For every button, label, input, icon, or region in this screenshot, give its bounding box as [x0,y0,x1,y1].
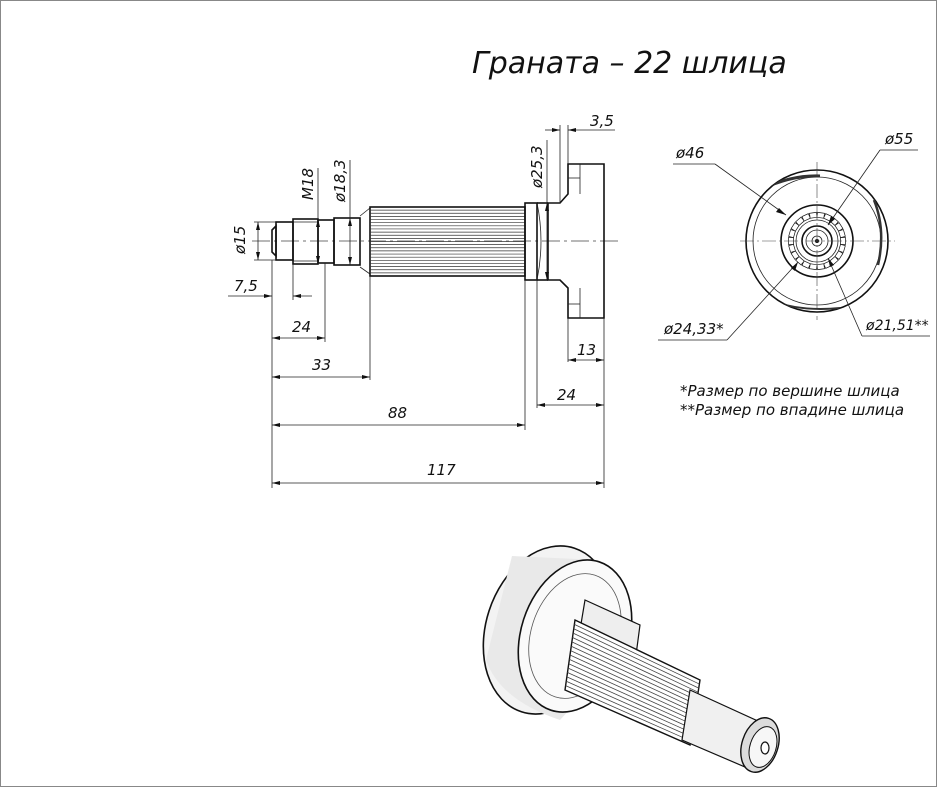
neck-section [524,202,538,281]
iso-spline-tooth-line [570,650,696,709]
spline-tooth [838,229,846,239]
end-view-leaders [658,149,930,341]
note-spline-root: **Размер по впадине шлица [680,401,904,419]
iso-spline-tooth-line [571,645,697,705]
spline-tooth [809,211,818,219]
thread-section [292,218,319,265]
iso-spline-tooth-line [568,663,694,721]
iso-spline-tooth-line [565,685,691,742]
shoulder-section-b [333,217,361,266]
dim-l13: 13 [577,341,596,359]
note-spline-crest: *Размер по вершине шлица [680,382,900,400]
dim-d55: ø55 [884,130,913,148]
iso-spline-teeth [565,624,700,742]
spline-tooth [790,250,800,260]
drawing-title: Граната – 22 шлица [472,46,787,81]
dim-d18-3: ø18,3 [331,159,349,203]
iso-spline-tooth-line [567,667,694,726]
spline-tooth [834,250,844,260]
spline-teeth [370,209,525,274]
iso-spline-tooth-line [566,680,692,738]
dim-m18: M18 [299,168,317,200]
iso-spline-tooth-line [572,632,699,693]
dim-l24a: 24 [292,318,311,336]
iso-spline-tooth-line [567,672,693,730]
iso-spline-tooth-line [573,628,699,689]
dim-d24-33: ø24,33* [663,320,724,338]
spline-tooth [788,243,796,253]
dim-d46: ø46 [675,144,704,162]
spline-tooth [795,255,805,266]
dim-l117: 117 [427,461,456,479]
spline-tooth [838,243,846,253]
dim-l7-5: 7,5 [234,277,258,295]
dim-l24b: 24 [557,386,576,404]
spline-tooth [816,211,825,219]
iso-spline-tooth-line [569,654,696,713]
spline-tooth [788,229,796,239]
dim-d15: ø15 [231,226,249,255]
iso-spline-tooth-line [566,676,693,734]
spline-tooth [816,263,825,271]
iso-spline-tooth-line [574,624,700,685]
spline-tooth [809,263,818,271]
iso-spline-body [564,618,701,747]
spline-tooth [834,222,844,232]
shoulder-section-a [317,219,335,264]
dim-l33: 33 [312,356,331,374]
dim-w3-5: 3,5 [590,112,614,130]
side-view-dimensions [228,125,615,488]
dim-d25-3: ø25,3 [528,145,546,189]
iso-spline-tooth-line [572,637,698,697]
shaft-end-view [740,162,895,320]
shaft-isometric-view [482,545,780,773]
spline-tooth [795,216,805,227]
dim-d21-51: ø21,51** [865,318,929,334]
spline-tooth [801,213,811,222]
iso-spline-tooth-line [571,641,698,701]
iso-center-hole [760,741,770,755]
spline-tooth [790,222,800,232]
dim-l88: 88 [388,404,407,422]
spline-tooth [801,260,811,269]
iso-spline-tooth-line [569,659,695,717]
